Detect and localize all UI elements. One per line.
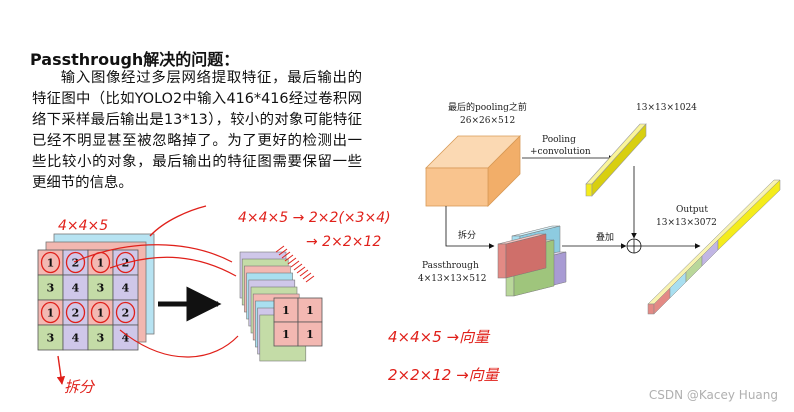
annotation-arrow-curve-2 [109,256,237,277]
stack-tick-mark [275,245,285,253]
annotation-middle-1: 4×4×5 → 2×2(×3×4) [238,210,391,226]
grid-cell [112,274,139,301]
grid-cell-number: 2 [72,307,80,320]
output-label-1: Output [676,205,708,215]
grid-cell-number: 3 [47,332,55,345]
stack-tick-mark [287,257,297,265]
passthrough-bar-red [497,233,547,279]
section-heading: Passthrough解决的问题： [30,50,240,69]
output-label-2: 13×13×3072 [656,218,717,228]
grid-cell-number: 3 [97,282,105,295]
grid-cell-number: 3 [47,282,55,295]
concat-plus-icon [626,238,642,254]
annotation-circle [40,301,61,324]
split-arrow [445,206,495,249]
annotation-circle [115,251,136,274]
grid-cell [62,299,89,326]
stack-tick-mark [281,251,291,259]
annotation-circle [65,251,86,274]
pooled-feature-label: 13×13×1024 [636,103,697,113]
stack-tick-mark [284,254,294,262]
grid-cell-number: 4 [122,332,130,345]
stack-tick-mark [296,266,306,274]
annotation-circle [115,301,136,324]
stack-tick-mark [305,275,315,283]
grid-cell [87,249,114,276]
grid-cell-number: 4 [72,332,80,345]
handwritten-annotations: 4×4×5 4×4×5 → 2×2(×3×4) → 2×2×12 4×4×5 →… [56,205,501,396]
annotation-bottom-2: 2×2×12 →向量 [388,366,501,384]
grid-cell [37,324,64,351]
split-label: 拆分 [458,229,476,241]
annotation-middle-2: → 2×2×12 [306,234,381,250]
pooling-label-2: +convolution [530,147,591,157]
small-grid-number: 1 [306,328,314,341]
small-grid-cell [297,321,323,347]
network-diagram: 最后的pooling之前 26×26×512 Pooling +convolut… [418,101,781,315]
annotation-bottom-1: 4×4×5 →向量 [388,328,491,346]
explanation-paragraph: 输入图像经过多层网络提取特征，最后输出的特征图中（比如YOLO2中输入416*4… [32,70,362,191]
grid-cell [112,324,139,351]
grid-cell-number: 1 [47,307,55,320]
pooled-feature-bar [585,123,647,197]
stack-tick-mark [278,248,288,256]
annotation-split: 拆分 [64,378,96,396]
grid-cell [62,324,89,351]
stack-tick-mark [293,263,303,271]
watermark: CSDN @Kacey Huang [648,388,778,402]
output-bar [647,179,781,315]
pre-pooling-label-1: 最后的pooling之前 [448,101,527,113]
stack-tick-mark [302,272,312,280]
annotation-circle [65,301,86,324]
pooling-label-1: Pooling [542,135,576,145]
pre-pooling-label-2: 26×26×512 [460,116,515,126]
small-grid-number: 1 [306,304,314,317]
passthrough-label-1: Passthrough [422,261,479,271]
grid-cell-number: 2 [72,257,80,270]
annotation-top: 4×4×5 [58,218,108,234]
grid-cell-number: 1 [47,257,55,270]
stack-tick-mark [290,260,300,268]
split-stack: 1 1 1 1 [239,245,323,362]
grid-cell-number: 3 [97,332,105,345]
small-grid-cell [273,297,299,323]
annotation-arrow-curve-1 [73,244,233,263]
grid-cell-number: 1 [97,307,105,320]
grid-cell [87,299,114,326]
grid-cell-number: 2 [122,307,130,320]
passthrough-bars [497,225,567,297]
grid-cell [62,274,89,301]
passthrough-label-2: 4×13×13×512 [418,274,486,284]
stack-label: 叠加 [596,232,614,243]
grid-cell-number: 4 [72,282,80,295]
grid-cell-number: 4 [122,282,130,295]
stack-tick-mark [299,269,309,277]
annotation-circle [40,251,61,274]
small-grid-2x2: 1 1 1 1 [273,297,323,347]
grid-cell [112,299,139,326]
annotation-arrow-curve-3 [119,329,239,358]
annotation-arrow-top [149,205,207,237]
small-grid-number: 1 [282,304,290,317]
annotation-arrow-split [56,355,66,385]
pre-pooling-cube [425,135,521,207]
annotation-circle [90,301,111,324]
grid-cell-number: 1 [97,257,105,270]
small-grid-number: 1 [282,328,290,341]
